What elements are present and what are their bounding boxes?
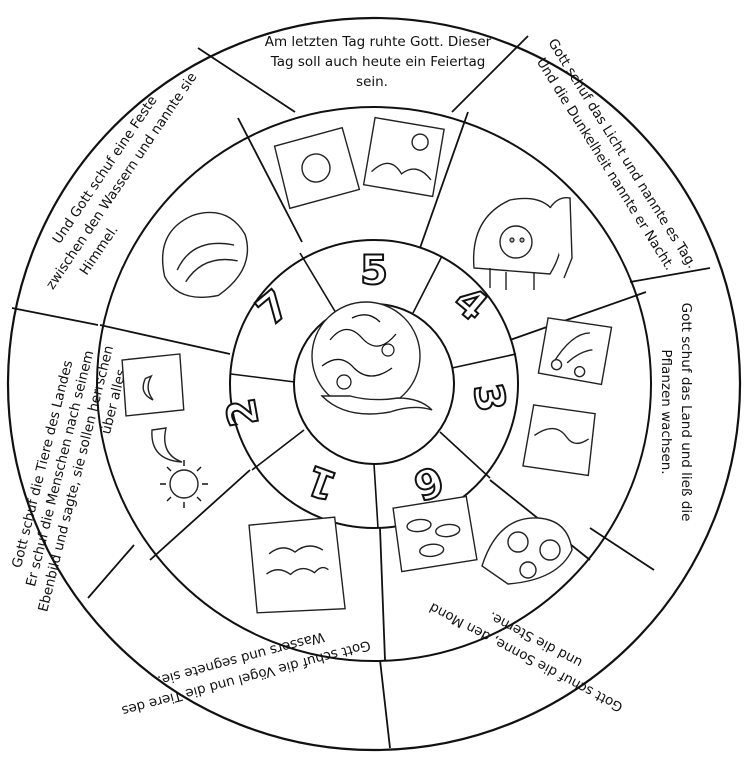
day7-pictures — [273, 116, 445, 210]
sun-picture — [160, 460, 208, 508]
fish-picture — [392, 495, 478, 573]
outer-ring — [6, 16, 742, 752]
day7-line-3: sein. — [356, 74, 388, 90]
globe-in-hand-picture — [311, 301, 433, 415]
frame-sun-picture — [273, 126, 361, 210]
number-1: 1 — [301, 456, 343, 509]
day7-line-1: Am letzten Tag ruhte Gott. Dieser — [265, 34, 492, 50]
segment-day3-text: Gott schuf das Land und ließ die Pflanze… — [658, 303, 694, 522]
landscape-picture — [362, 116, 445, 198]
number-3: 3 — [464, 380, 514, 415]
firmament-picture — [161, 211, 249, 299]
night-sky-picture — [121, 353, 185, 417]
picture-dividers — [99, 111, 647, 661]
plant-picture — [537, 317, 613, 386]
picture-ring — [96, 106, 652, 662]
day4-pictures — [121, 353, 208, 508]
land-animals-picture — [472, 197, 573, 290]
number-7: 7 — [248, 281, 299, 334]
number-2: 2 — [218, 395, 268, 430]
day5-pictures — [392, 495, 573, 585]
segment-day5-text: Gott schuf die Vögel und die Tiere des W… — [120, 628, 372, 718]
number-ring — [229, 239, 519, 529]
day2-line-1: Und Gott schuf eine Feste — [50, 93, 161, 247]
number-4: 4 — [445, 277, 496, 330]
number-5: 5 — [360, 248, 388, 294]
moon-picture — [151, 427, 183, 463]
land-picture — [522, 404, 596, 477]
birds-picture — [481, 517, 573, 585]
day3-line-1: Gott schuf das Land und ließ die — [678, 303, 694, 522]
number-dividers — [230, 252, 517, 529]
water-sky-picture — [248, 516, 346, 614]
outer-dividers — [11, 35, 711, 749]
number-6: 6 — [407, 456, 449, 509]
day7-line-2: Tag soll auch heute ein Feiertag — [270, 54, 486, 70]
day3-line-2: Pflanzen wachsen. — [658, 349, 674, 474]
day3-pictures — [522, 317, 613, 477]
segment-day7-text: Am letzten Tag ruhte Gott. Dieser Tag so… — [265, 34, 492, 90]
